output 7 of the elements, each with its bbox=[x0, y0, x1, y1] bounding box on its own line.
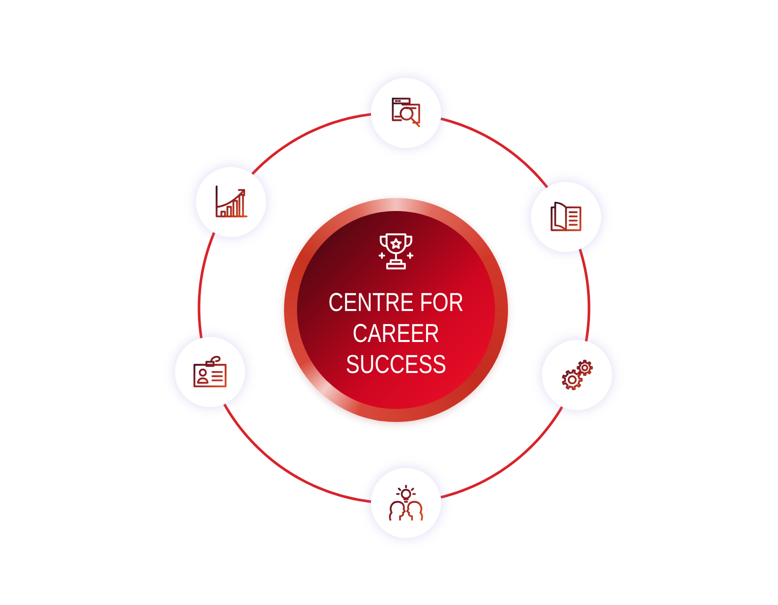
ring-connector bbox=[578, 248, 590, 342]
ring-connector bbox=[440, 117, 548, 188]
ring-connector bbox=[251, 113, 372, 175]
hub-title: CENTRE FOR CAREER SUCCESS bbox=[327, 287, 465, 380]
ring-connector bbox=[223, 404, 372, 503]
ring-connector bbox=[440, 406, 564, 499]
ring-connector bbox=[198, 232, 216, 339]
